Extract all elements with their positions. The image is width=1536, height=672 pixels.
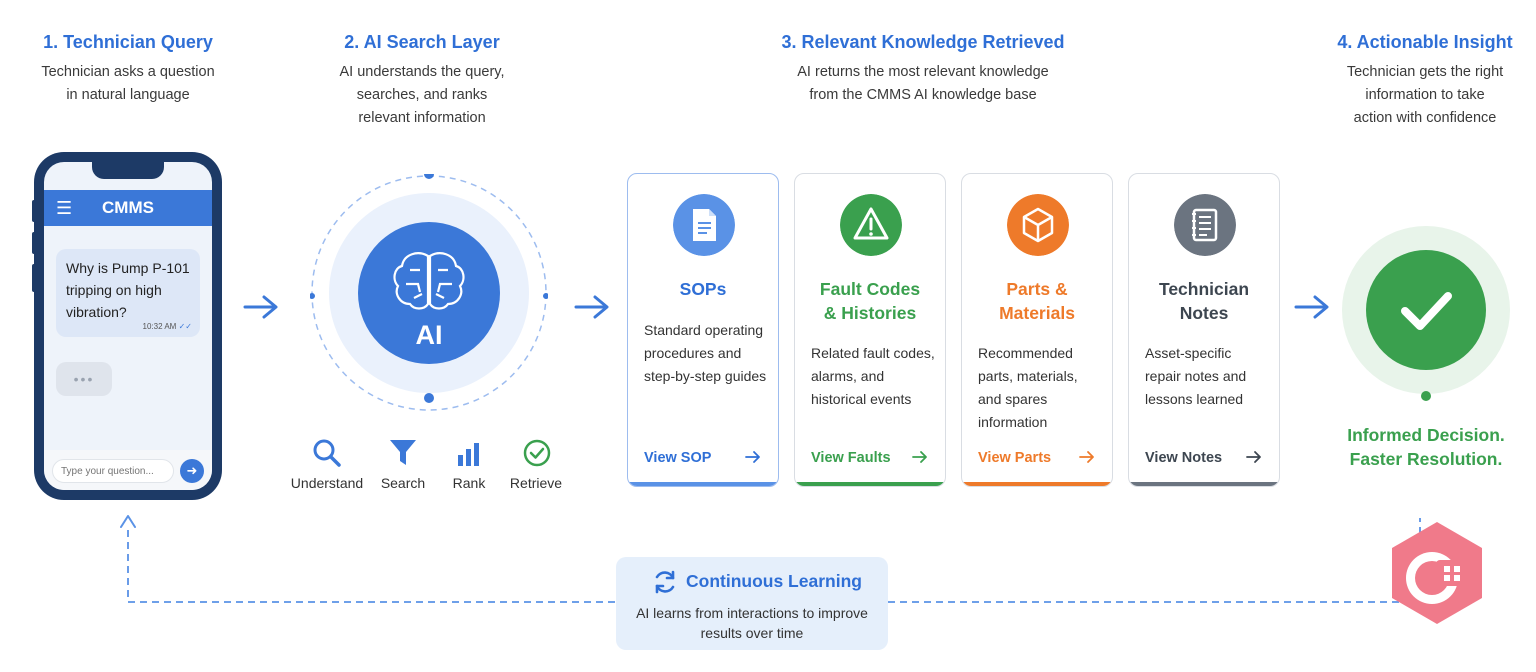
card-title: SOPs	[679, 279, 727, 299]
check-circle-icon	[523, 439, 551, 467]
card-accent-bar	[1129, 482, 1279, 486]
step-4-header: 4. Actionable Insight Technician gets th…	[1330, 32, 1520, 130]
stage-label-search: Search	[380, 475, 426, 491]
question-input[interactable]	[52, 459, 174, 483]
step-description: Technician gets the right information to…	[1346, 64, 1504, 126]
stage-label-retrieve: Retrieve	[509, 475, 563, 491]
knowledge-card-parts[interactable]: Parts & Materials Recommended parts, mat…	[961, 173, 1113, 487]
view-sop-link[interactable]: View SOP	[644, 450, 712, 466]
send-arrow-icon: ➜	[186, 463, 198, 478]
message-timestamp: 10:32 AM ✓✓	[143, 322, 192, 331]
message-time: 10:32 AM	[142, 322, 177, 331]
typing-indicator: •••	[56, 362, 112, 396]
arrow-right-icon[interactable]	[1078, 448, 1096, 466]
bar-chart-icon	[458, 443, 479, 466]
knowledge-card-notes[interactable]: Technician Notes Asset-specific repair n…	[1128, 173, 1280, 487]
step-3-header: 3. Relevant Knowledge Retrieved AI retur…	[753, 32, 1093, 107]
ai-label: AI	[415, 320, 443, 350]
notes-icon	[1174, 194, 1236, 256]
phone-screen: ☰ CMMS Why is Pump P-101 tripping on hig…	[44, 162, 212, 490]
step-title: 4. Actionable Insight	[1337, 32, 1513, 52]
card-title: Technician Notes	[1158, 279, 1250, 323]
step-description: Technician asks a question in natural la…	[41, 64, 215, 103]
step-description: AI understands the query, searches, and …	[339, 64, 505, 126]
step-2-header: 2. AI Search Layer AI understands the qu…	[312, 32, 532, 130]
checkmark-icon	[1342, 226, 1510, 401]
card-description: Standard operating procedures and step-b…	[644, 322, 767, 384]
card-accent-bar	[962, 482, 1112, 486]
card-description: Related fault codes, alarms, and histori…	[811, 345, 935, 407]
step-1-header: 1. Technician Query Technician asks a qu…	[20, 32, 236, 107]
step-description: AI returns the most relevant knowledge f…	[797, 64, 1049, 103]
warning-triangle-icon	[840, 194, 902, 256]
final-insight-text: Informed Decision. Faster Resolution.	[1347, 425, 1505, 469]
document-icon	[673, 194, 735, 256]
card-description: Asset-specific repair notes and lessons …	[1145, 345, 1247, 407]
brain-circuit-icon	[393, 252, 465, 310]
view-notes-link[interactable]: View Notes	[1145, 450, 1223, 466]
search-icon	[313, 439, 341, 467]
chat-message-text: Why is Pump P-101 tripping on high vibra…	[66, 260, 190, 320]
stage-label-rank: Rank	[452, 475, 486, 491]
app-header: ☰ CMMS	[44, 190, 212, 226]
flow-arrow-icon	[1294, 295, 1329, 319]
filter-icon	[390, 440, 416, 465]
refresh-cycle-icon	[655, 570, 675, 594]
arrow-right-icon[interactable]	[911, 448, 929, 466]
flow-arrow-icon	[574, 295, 609, 319]
box-icon	[1007, 194, 1069, 256]
flow-arrow-icon	[243, 295, 278, 319]
view-parts-link[interactable]: View Parts	[978, 450, 1052, 466]
card-accent-bar	[795, 482, 945, 486]
app-title: CMMS	[102, 198, 154, 217]
ai-rings-graphic	[309, 169, 549, 411]
card-title: Fault Codes & Histories	[819, 279, 921, 323]
chat-input-bar: ➜	[44, 450, 212, 490]
arrow-right-icon[interactable]	[1245, 448, 1263, 466]
learning-title: Continuous Learning	[686, 571, 862, 591]
send-button[interactable]: ➜	[180, 459, 204, 483]
ai-search-layer: AI	[309, 169, 549, 412]
card-title: Parts & Materials	[999, 279, 1075, 323]
read-receipt-icon: ✓✓	[178, 322, 192, 331]
stage-label-understand: Understand	[290, 475, 364, 491]
card-description: Recommended parts, materials, and spares…	[978, 345, 1078, 430]
knowledge-card-sops[interactable]: SOPs Standard operating procedures and s…	[627, 173, 779, 487]
arrow-right-icon[interactable]	[744, 448, 762, 466]
knowledge-card-faults[interactable]: Fault Codes & Histories Related fault co…	[794, 173, 946, 487]
step-title: 1. Technician Query	[43, 32, 213, 52]
continuous-learning-box: Continuous Learning AI learns from inter…	[616, 557, 888, 650]
step-title: 3. Relevant Knowledge Retrieved	[781, 32, 1065, 52]
hamburger-menu-icon[interactable]: ☰	[56, 198, 73, 218]
phone-mockup: ☰ CMMS Why is Pump P-101 tripping on hig…	[34, 152, 222, 500]
view-faults-link[interactable]: View Faults	[811, 450, 891, 466]
brand-logo	[1392, 522, 1482, 624]
chat-message-bubble: Why is Pump P-101 tripping on high vibra…	[56, 249, 200, 337]
step-title: 2. AI Search Layer	[344, 32, 500, 52]
card-accent-bar	[628, 482, 778, 486]
learning-description: AI learns from interactions to improve r…	[636, 605, 868, 641]
phone-notch	[92, 162, 164, 179]
